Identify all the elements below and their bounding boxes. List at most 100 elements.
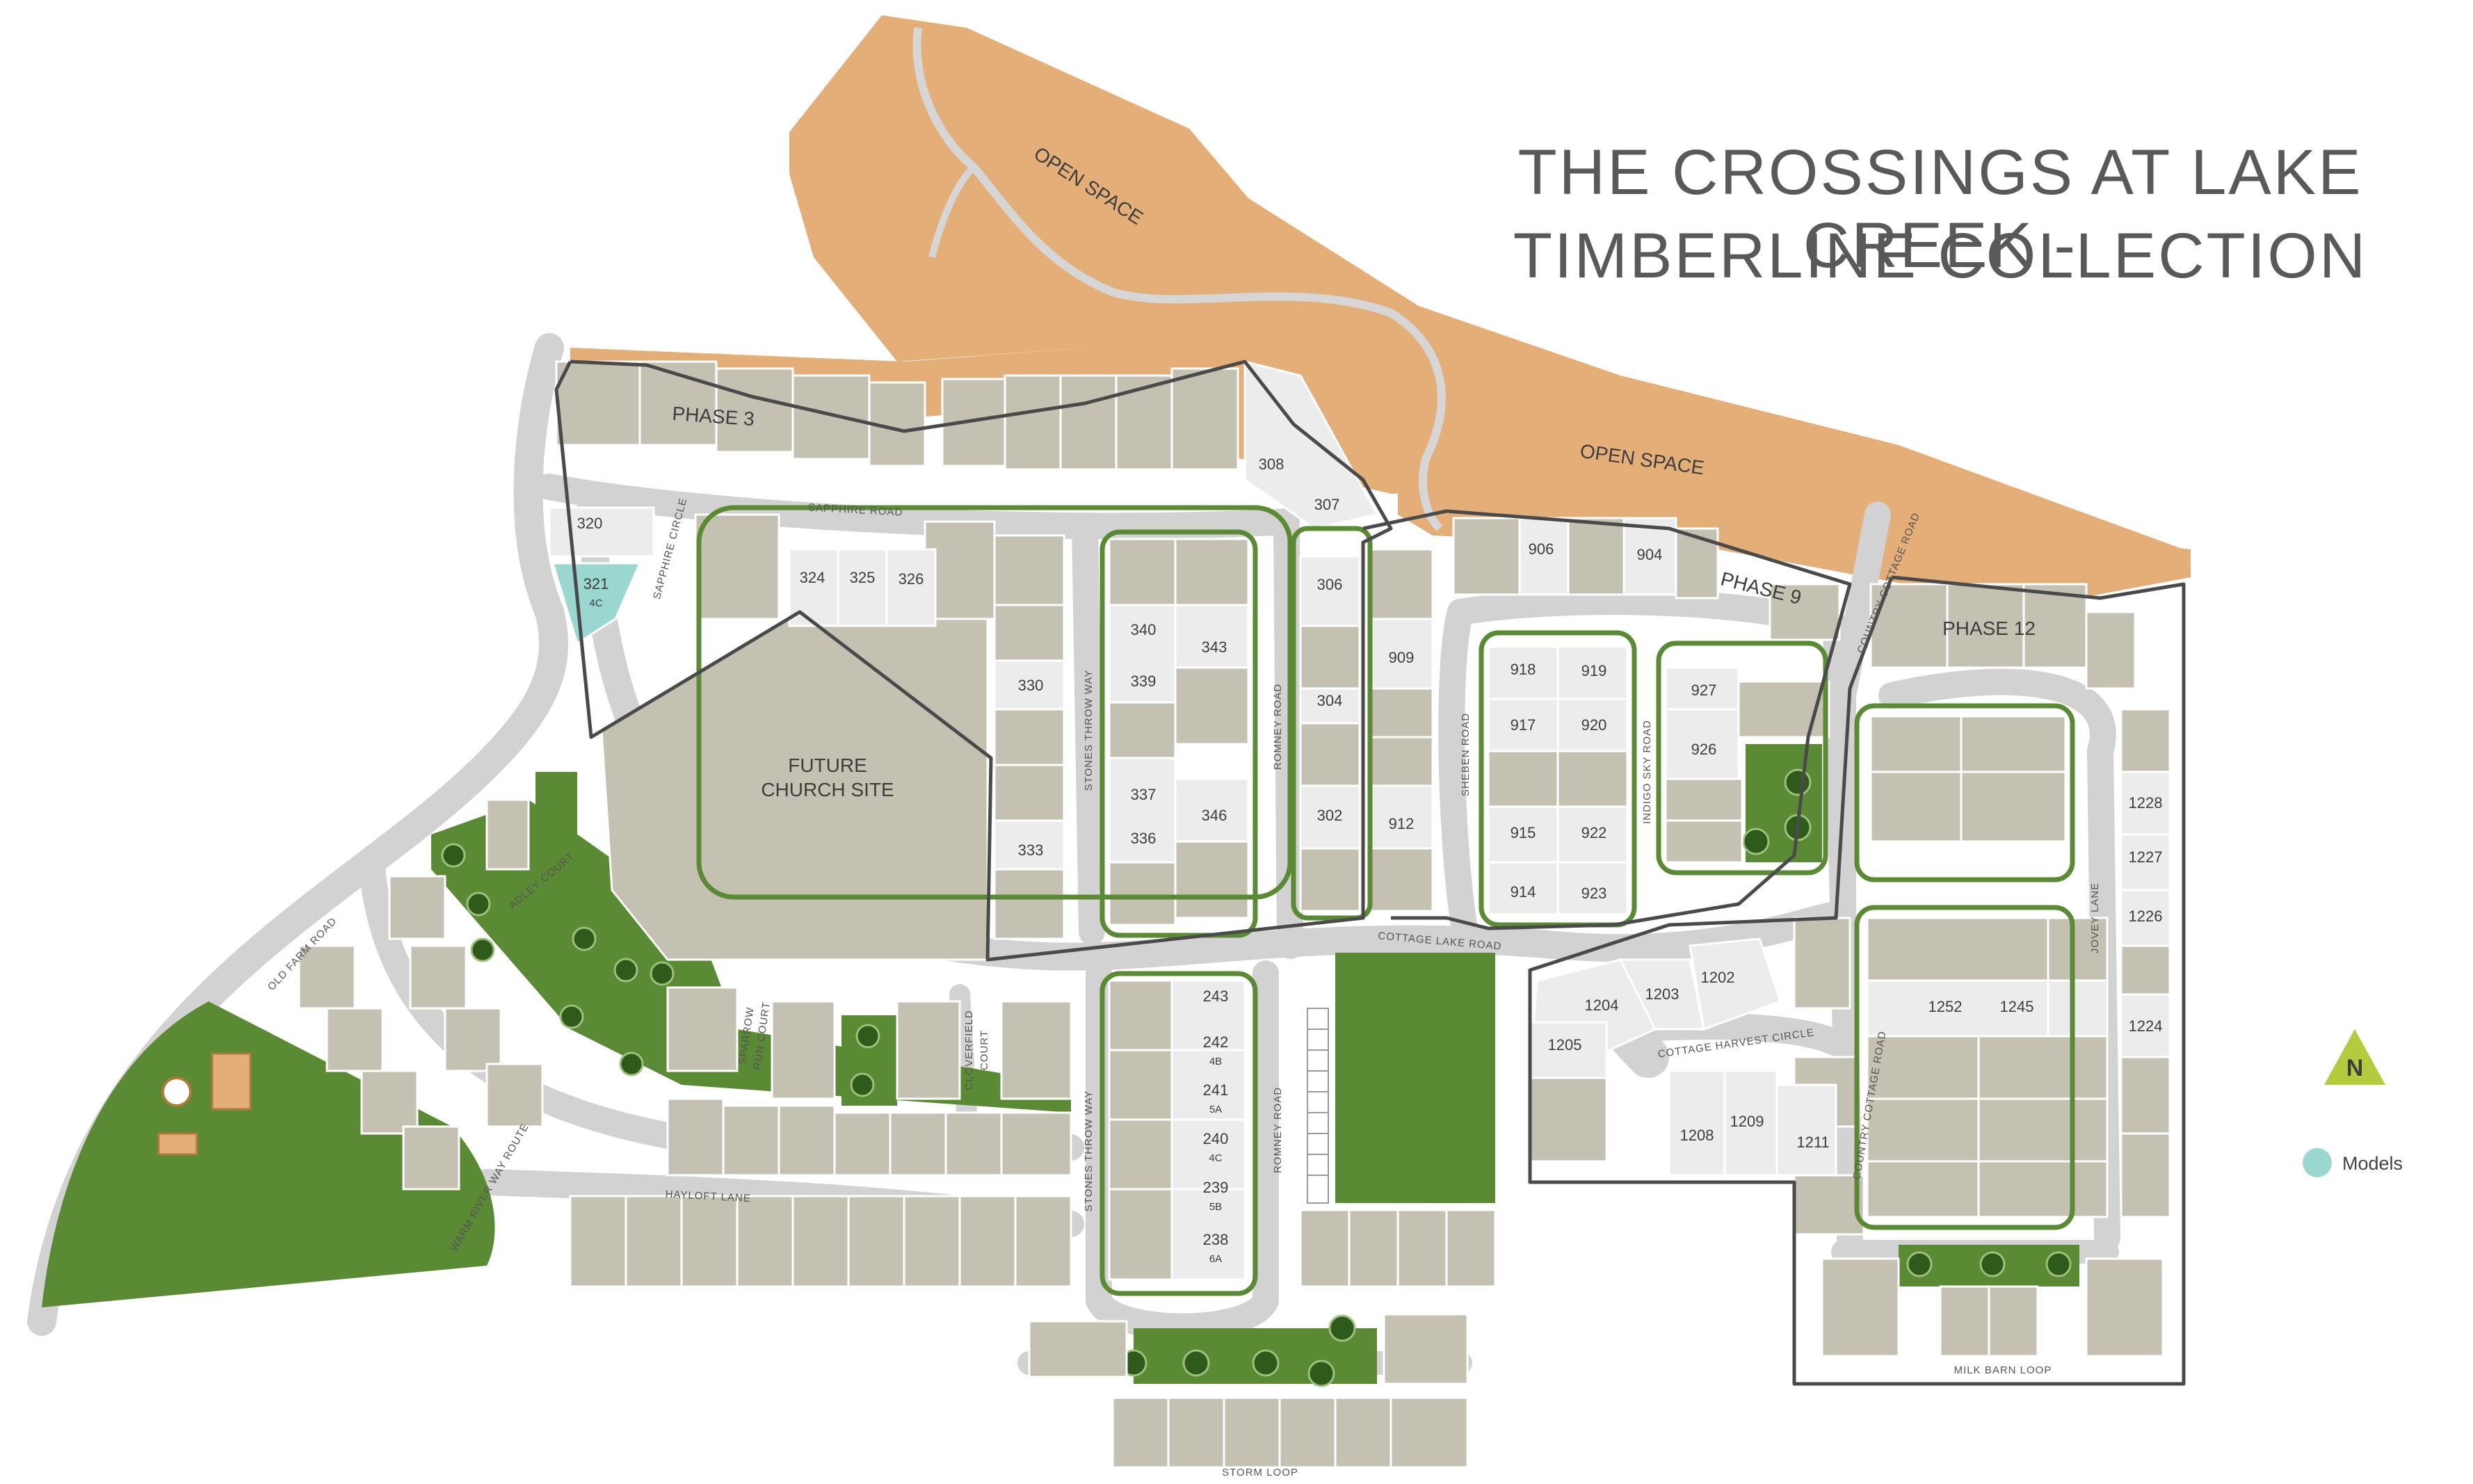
models-legend-label: Models bbox=[2342, 1153, 2403, 1174]
lot-927: 927 bbox=[1691, 681, 1717, 699]
parking-spaces bbox=[1307, 1008, 1329, 1204]
lot-914: 914 bbox=[1511, 883, 1536, 901]
park-amenities bbox=[157, 1052, 252, 1156]
street-stones-throw-way-1: STONES THROW WAY bbox=[1083, 670, 1095, 791]
lot-324: 324 bbox=[800, 569, 825, 586]
lot-1202: 1202 bbox=[1701, 969, 1735, 986]
lot-1211: 1211 bbox=[1796, 1134, 1829, 1151]
lot-917: 917 bbox=[1511, 716, 1536, 734]
lot-325: 325 bbox=[850, 569, 876, 586]
green-spaces bbox=[42, 744, 2079, 1384]
street-milk-barn-loop: MILK BARN LOOP bbox=[1954, 1364, 2052, 1376]
street-indigo-sky-road: INDIGO SKY ROAD bbox=[1641, 720, 1653, 824]
lot-321: 321 bbox=[583, 575, 609, 592]
lot-239: 239 bbox=[1203, 1179, 1229, 1196]
lot-239-model-tag: 5B bbox=[1209, 1201, 1222, 1213]
lot-922: 922 bbox=[1581, 824, 1607, 841]
church-site-label-2: CHURCH SITE bbox=[761, 779, 894, 800]
lot-1205: 1205 bbox=[1548, 1036, 1582, 1054]
phase-boundaries bbox=[554, 360, 2186, 1386]
lot-343: 343 bbox=[1202, 638, 1227, 656]
open-space-area-north bbox=[789, 15, 2184, 577]
central-park bbox=[1335, 953, 1495, 1203]
lot-1204: 1204 bbox=[1585, 997, 1619, 1014]
lot-346: 346 bbox=[1202, 807, 1227, 824]
map-title-line-1: THE CROSSINGS AT LAKE CREEK - bbox=[1517, 137, 2363, 281]
lot-numbers: 320 321 4C 324 325 326 330 333 340 343 3… bbox=[577, 455, 2163, 1265]
church-site-label-1: FUTURE bbox=[788, 755, 867, 776]
lot-906: 906 bbox=[1529, 540, 1554, 558]
lot-333: 333 bbox=[1018, 841, 1044, 859]
lot-238-model-tag: 6A bbox=[1209, 1253, 1222, 1265]
lot-240-model-tag: 4C bbox=[1209, 1152, 1222, 1164]
lot-241: 241 bbox=[1203, 1081, 1229, 1099]
street-cloverfield-court-2: COURT bbox=[978, 1030, 990, 1070]
lot-242-model-tag: 4B bbox=[1209, 1056, 1222, 1067]
street-stones-throw-way-2: STONES THROW WAY bbox=[1083, 1090, 1095, 1212]
models-legend-swatch-icon bbox=[2303, 1148, 2332, 1177]
street-hayloft-lane: HAYLOFT LANE bbox=[665, 1188, 751, 1204]
lot-336: 336 bbox=[1131, 830, 1157, 847]
street-cloverfield-court-1: CLOVERFIELD bbox=[963, 1010, 975, 1090]
lot-912: 912 bbox=[1389, 815, 1415, 832]
lot-1226: 1226 bbox=[2129, 908, 2163, 925]
lot-920: 920 bbox=[1581, 716, 1607, 734]
residential-lots[interactable] bbox=[298, 360, 2171, 1469]
lot-1224: 1224 bbox=[2129, 1017, 2163, 1035]
lot-242: 242 bbox=[1203, 1033, 1229, 1051]
green-west-corner bbox=[535, 772, 577, 841]
phase-12-label: PHASE 12 bbox=[1942, 618, 2036, 639]
green-corridor-west bbox=[431, 800, 1071, 1113]
lot-1227: 1227 bbox=[2129, 848, 2163, 866]
open-space-trail-branch bbox=[928, 164, 976, 259]
north-arrow-icon bbox=[2324, 1029, 2385, 1085]
lot-926: 926 bbox=[1691, 741, 1717, 758]
lot-1252: 1252 bbox=[1928, 998, 1963, 1015]
lot-918: 918 bbox=[1511, 661, 1536, 678]
lot-308: 308 bbox=[1259, 455, 1284, 473]
north-arrow: N bbox=[2324, 1029, 2385, 1085]
phase-9-boundary bbox=[1362, 509, 1852, 930]
lot-909: 909 bbox=[1389, 649, 1415, 666]
lot-238: 238 bbox=[1203, 1231, 1229, 1248]
lot-1245: 1245 bbox=[2000, 998, 2034, 1015]
lot-241-model-tag: 5A bbox=[1209, 1104, 1222, 1115]
lot-320: 320 bbox=[577, 515, 603, 532]
open-space-trail bbox=[912, 27, 1446, 532]
phase-3-boundary bbox=[554, 360, 1393, 962]
street-romney-road-1: ROMNEY ROAD bbox=[1272, 684, 1284, 770]
open-space-area-east bbox=[1398, 480, 2191, 598]
lot-304: 304 bbox=[1317, 692, 1343, 709]
phase-12-boundary bbox=[1528, 575, 2186, 1386]
lot-337: 337 bbox=[1131, 786, 1157, 803]
lot-340: 340 bbox=[1131, 621, 1157, 638]
lot-307: 307 bbox=[1314, 496, 1340, 513]
playground-icon bbox=[161, 1076, 192, 1107]
street-storm-loop: STORM LOOP bbox=[1222, 1467, 1298, 1478]
lot-1228: 1228 bbox=[2129, 794, 2163, 812]
park-west bbox=[42, 1001, 495, 1307]
lot-302: 302 bbox=[1317, 807, 1343, 824]
lot-243: 243 bbox=[1203, 987, 1229, 1005]
street-sheben-road: SHEBEN ROAD bbox=[1460, 713, 1472, 796]
lot-321-model-tag: 4C bbox=[589, 597, 602, 609]
road-green-edges bbox=[696, 505, 2075, 1296]
lot-904: 904 bbox=[1637, 546, 1663, 563]
lot-1203: 1203 bbox=[1645, 985, 1679, 1003]
north-arrow-label: N bbox=[2346, 1055, 2364, 1081]
lot-1208: 1208 bbox=[1680, 1127, 1714, 1144]
lot-915: 915 bbox=[1511, 824, 1536, 841]
street-romney-road-2: ROMNEY ROAD bbox=[1272, 1087, 1284, 1173]
lot-306: 306 bbox=[1317, 576, 1343, 593]
lot-240: 240 bbox=[1203, 1130, 1229, 1147]
map-title-line-2: TIMBERLINE COLLECTION bbox=[1513, 220, 2368, 291]
picnic-shelter-icon bbox=[157, 1132, 198, 1156]
lot-326: 326 bbox=[899, 570, 924, 588]
lot-330: 330 bbox=[1018, 677, 1044, 694]
sport-court-icon bbox=[211, 1052, 252, 1111]
legend: Models bbox=[2303, 1148, 2403, 1177]
lot-919: 919 bbox=[1581, 662, 1607, 679]
street-jovey-lane: JOVEY LANE bbox=[2089, 882, 2101, 953]
lot-339: 339 bbox=[1131, 672, 1157, 690]
